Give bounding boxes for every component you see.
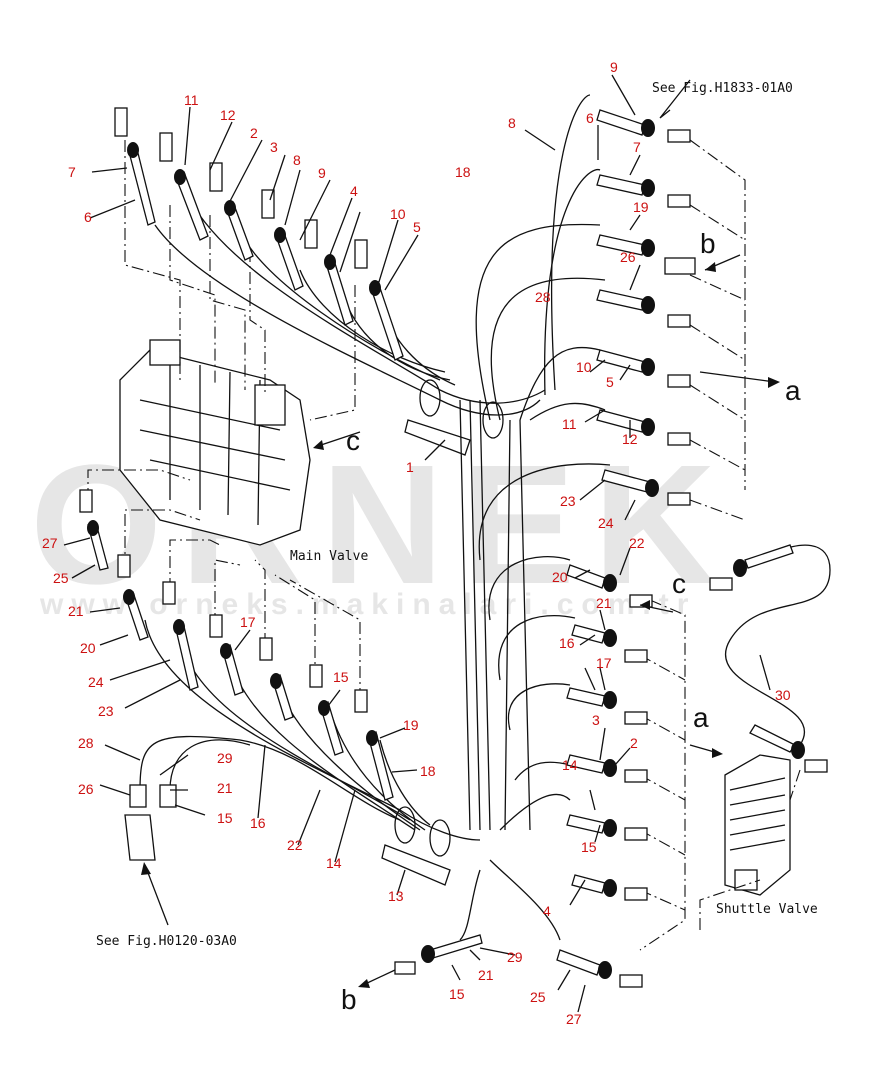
- callout-26b: 26: [78, 781, 94, 797]
- callout-11b: 11: [562, 416, 577, 432]
- callout-6a: 6: [84, 209, 92, 225]
- callout-10a: 10: [390, 206, 406, 222]
- callout-21b: 21: [478, 967, 494, 983]
- callout-3a: 3: [270, 139, 278, 155]
- callout-5a: 5: [413, 219, 421, 235]
- callout-1: 1: [406, 459, 414, 475]
- callout-23a: 23: [560, 493, 576, 509]
- callout-20b: 20: [80, 640, 96, 656]
- callout-10b: 10: [576, 359, 592, 375]
- callout-20a: 20: [552, 569, 568, 585]
- callout-22a: 22: [629, 535, 645, 551]
- callout-13: 13: [388, 888, 404, 904]
- callout-18a: 18: [455, 164, 471, 180]
- callout-30: 30: [775, 687, 791, 703]
- callout-6b: 6: [586, 110, 594, 126]
- callout-16b: 16: [250, 815, 266, 831]
- callout-5b: 5: [606, 374, 614, 390]
- callout-24a: 24: [598, 515, 614, 531]
- reference-top: See Fig.H1833-01A0: [652, 81, 793, 96]
- arrow-label-a-right: a: [785, 375, 801, 406]
- fittings: [79, 107, 828, 988]
- callout-27b: 27: [42, 535, 58, 551]
- callout-4a: 4: [350, 183, 358, 199]
- callout-14a: 14: [562, 757, 578, 773]
- callout-15d: 15: [333, 669, 349, 685]
- callout-21d: 21: [217, 780, 233, 796]
- arrow-label-b-top: b: [700, 228, 716, 259]
- callout-27a: 27: [566, 1011, 582, 1027]
- arrow-label-a-lower: a: [693, 702, 709, 733]
- callout-21a: 21: [596, 595, 612, 611]
- callout-15a: 15: [581, 839, 597, 855]
- callout-11a: 11: [184, 92, 199, 108]
- clamp-upper: [404, 379, 504, 456]
- callout-2a: 2: [250, 125, 258, 141]
- reference-bottom: See Fig.H0120-03A0: [96, 934, 237, 949]
- callout-2b: 2: [630, 735, 638, 751]
- callout-12b: 12: [622, 431, 638, 447]
- callout-29a: 29: [507, 949, 523, 965]
- arrows: [141, 79, 780, 988]
- callout-23b: 23: [98, 703, 114, 719]
- callout-21c: 21: [68, 603, 84, 619]
- callout-19b: 19: [403, 717, 419, 733]
- callout-12a: 12: [220, 107, 236, 123]
- callout-24b: 24: [88, 674, 104, 690]
- clamp-lower: [381, 806, 451, 886]
- leader-lines: [63, 74, 771, 1013]
- shuttle-valve-label: Shuttle Valve: [716, 902, 818, 917]
- callout-26a: 26: [620, 249, 636, 265]
- shuttle-valve-body: [724, 754, 791, 896]
- callout-16a: 16: [559, 635, 575, 651]
- callout-25a: 25: [530, 989, 546, 1005]
- callout-4b: 4: [543, 903, 551, 919]
- callout-8a: 8: [293, 152, 301, 168]
- callout-9a: 9: [318, 165, 326, 181]
- main-valve-body: [119, 339, 311, 546]
- callout-8b: 8: [508, 115, 516, 131]
- callout-18b: 18: [420, 763, 436, 779]
- callout-28a: 28: [535, 289, 551, 305]
- callout-29b: 29: [217, 750, 233, 766]
- arrow-label-c-right: c: [672, 568, 686, 599]
- callout-7b: 7: [633, 139, 641, 155]
- callout-22b: 22: [287, 837, 303, 853]
- callout-9b: 9: [610, 59, 618, 75]
- callout-25b: 25: [53, 570, 69, 586]
- callout-numbers: 7 6 11 12 2 3 8 9 4 10 5 1 9 8 6 7 18 19…: [42, 59, 791, 1027]
- main-valve-label: Main Valve: [290, 549, 369, 564]
- arrow-label-c-left: c: [346, 425, 360, 456]
- callout-28b: 28: [78, 735, 94, 751]
- callout-19a: 19: [633, 199, 649, 215]
- callout-3b: 3: [592, 712, 600, 728]
- arrow-label-b-bottom: b: [341, 984, 357, 1015]
- callout-17a: 17: [596, 655, 612, 671]
- callout-15b: 15: [449, 986, 465, 1002]
- callout-17b: 17: [240, 614, 256, 630]
- callout-14b: 14: [326, 855, 342, 871]
- callout-15c: 15: [217, 810, 233, 826]
- callout-7a: 7: [68, 164, 76, 180]
